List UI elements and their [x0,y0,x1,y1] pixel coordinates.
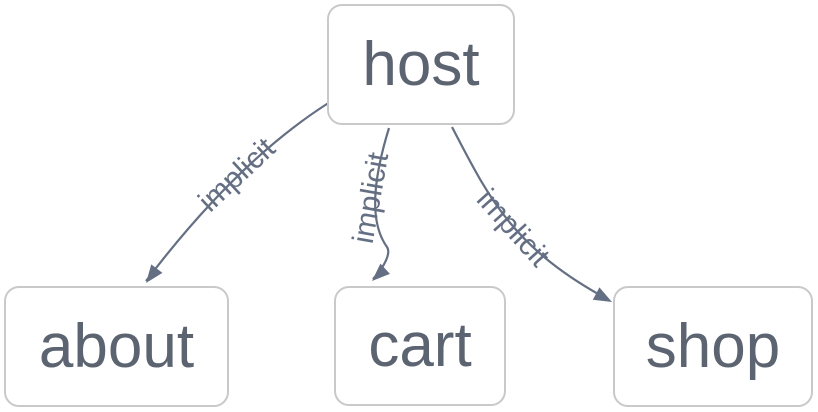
edge-label-host-shop: implicit [470,183,556,274]
node-about-label: about [38,311,195,381]
edge-host-about [145,101,331,282]
arrowhead-host-about-icon [146,264,163,283]
edge-label-host-cart: implicit [347,149,396,246]
node-shop-label: shop [645,311,781,381]
node-host-label: host [362,29,480,99]
edge-host-shop [451,126,610,301]
node-host: host [327,4,515,125]
node-cart: cart [334,286,506,406]
edge-label-host-about: implicit [192,131,282,218]
arrowhead-host-shop-icon [592,287,612,302]
edge-host-cart [372,127,391,280]
node-shop: shop [613,286,813,407]
node-about: about [4,286,229,407]
arrowhead-host-cart-icon [372,263,390,281]
node-cart-label: cart [368,311,472,380]
